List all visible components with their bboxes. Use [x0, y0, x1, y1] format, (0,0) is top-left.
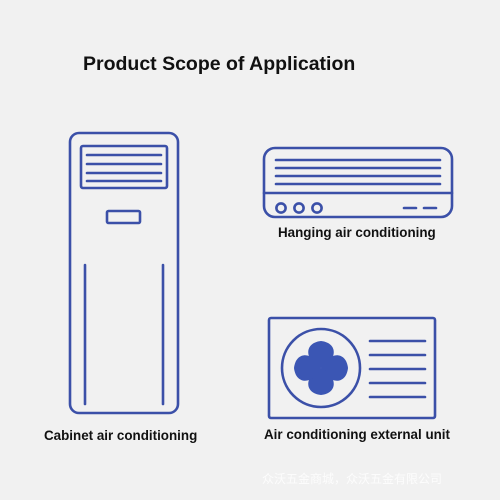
- hanging-ac-caption: Hanging air conditioning: [278, 225, 436, 240]
- cabinet-ac-caption: Cabinet air conditioning: [44, 428, 198, 443]
- external-unit-caption: Air conditioning external unit: [264, 427, 450, 442]
- fan-icon: [294, 341, 348, 395]
- watermark-text: 众沃五金商城，众沃五金有限公司: [262, 472, 443, 486]
- page-title: Product Scope of Application: [83, 53, 356, 75]
